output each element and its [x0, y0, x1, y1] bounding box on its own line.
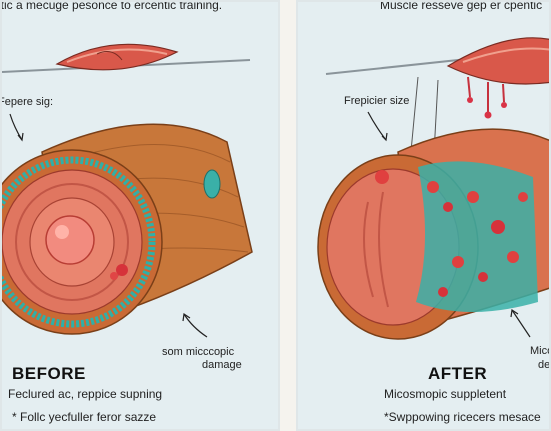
before-damage-callout-line1: som micccopic — [162, 346, 235, 358]
before-illustration — [2, 43, 253, 338]
before-subheading: Feclured ac, reppice supning — [8, 387, 163, 401]
before-muscle-spindle — [2, 43, 251, 73]
before-size-callout: Fepere sig: — [0, 96, 54, 108]
before-bullet: * Follc yecfuller feror sazze — [12, 410, 157, 424]
before-heading: BEFORE — [12, 364, 86, 383]
before-damage-callout-line2: damage — [202, 359, 242, 371]
after-top-caption: Muscle resseve gep er cpentic — [380, 0, 543, 12]
before-muscle-fiber — [2, 123, 253, 335]
panel-divider — [280, 0, 296, 431]
after-damage-arrow — [511, 309, 531, 338]
after-size-arrow — [367, 111, 387, 141]
after-subheading: Micosmopic suppletent — [384, 387, 507, 401]
after-damage-callout-line1: Mico — [530, 345, 551, 357]
before-panel: Etiatic a mecuge pesonce to ercentic tra… — [0, 0, 280, 431]
before-top-caption: Etiatic a mecuge pesonce to ercentic tra… — [0, 0, 223, 12]
after-illustration — [317, 37, 549, 340]
after-bullet: *Swppowing ricecers mesace — [384, 410, 541, 424]
after-size-callout: Frepicier size — [344, 95, 410, 107]
after-damage-callout-line2: de — [538, 359, 551, 371]
after-muscle-fiber — [317, 128, 549, 340]
after-panel: Muscle resseve gep er cpentic — [296, 0, 551, 431]
after-muscle-spindle — [325, 37, 549, 173]
before-damage-arrow — [183, 313, 208, 338]
after-heading: AFTER — [428, 364, 488, 383]
before-size-arrow — [9, 113, 23, 141]
